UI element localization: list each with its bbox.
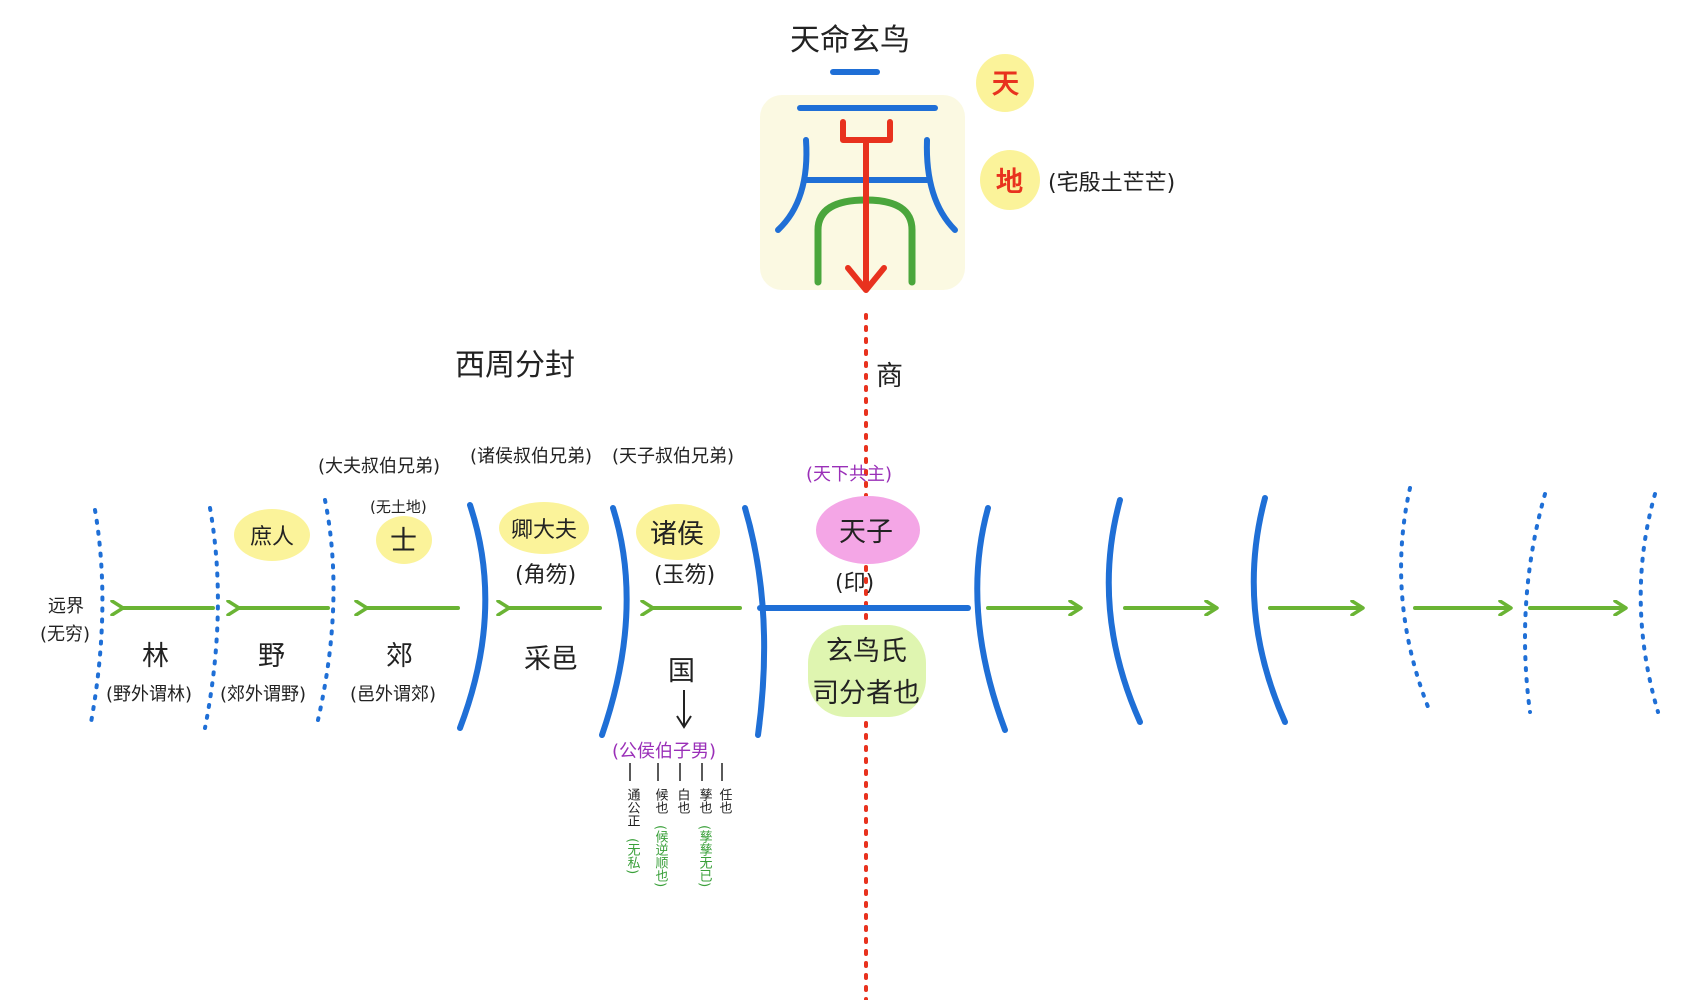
title-tianming-xuanniao: 天命玄鸟 [790,23,910,58]
shi-highlight [376,516,432,564]
zhuhou-title: 诸侯 [650,519,704,550]
tianzi-label: 天子 [839,517,893,548]
shuren-title: 庶人 [250,525,294,550]
nobility-main-text: 通公正 [625,788,641,827]
xuanniao-highlight [808,625,926,717]
earth-highlight [980,150,1040,210]
nobility-column-4: 任也 [717,763,733,814]
nobility-main-text: 任也 [717,788,733,814]
heaven-label: 天 [992,69,1019,100]
di-glyph [760,69,965,293]
zhuhou-brackets-note: (天子叔伯兄弟) [612,446,734,467]
nobility-note-text: (无私) [625,838,641,874]
boundary-shuren-left [203,506,220,730]
qingdafu-sub: (角笏) [515,563,576,588]
qingdafu-highlight [499,502,589,554]
nobility-label: (公侯伯子男) [612,741,716,762]
boundary-shi-left [316,498,336,722]
tianxia-gongzhu: (天下共主) [806,464,892,485]
shi-domain: 郊 [386,641,413,672]
zhuhou-sub: (玉笏) [654,563,715,588]
tianzi-seal: (印) [835,571,874,596]
shi-domain-note: (邑外谓郊) [350,684,436,705]
nobility-column-2: 白也 [675,763,691,814]
glyph-red-arrowhead [845,265,887,293]
bracket-right-3 [1250,495,1288,725]
nobility-main-text: 孳也 [697,787,713,814]
nobility-column-1: 候也 (候逆顺也) [653,763,669,887]
guo-down-arrow-head [676,715,692,729]
nobility-main-text: 白也 [675,787,691,814]
bracket-right-1 [974,505,1008,733]
edge-domain-note: (野外谓林) [106,684,192,705]
qingdafu-domain: 采邑 [524,644,578,675]
bracket-qingdafu-left [457,502,489,731]
xuanniao-line1: 玄鸟氏 [826,636,907,667]
qingdafu-title: 卿大夫 [511,518,577,543]
shi-brackets-note: (大夫叔伯兄弟) [318,456,440,477]
bracket-right-2 [1105,497,1143,725]
qingdafu-brackets-note: (诸侯叔伯兄弟) [470,446,592,467]
tianzi-highlight [816,496,920,564]
bracket-zhuhou-left [599,505,630,738]
xuanniao-line2: 司分者也 [812,678,920,709]
shuren-domain-note: (郊外谓野) [220,684,306,705]
nobility-column-0: 通公正 (无私) [625,763,641,874]
heaven-highlight [976,54,1034,112]
shi-no-land: (无土地) [370,498,427,516]
boundary-right-2 [1523,492,1547,714]
nobility-main-text: 候也 [653,788,669,814]
xizhou-fenfeng-title: 西周分封 [455,348,575,383]
earth-note: (宅殷土芒芒) [1048,171,1175,196]
boundary-edge-left [88,508,105,730]
glyph-left-wing [775,137,810,233]
bracket-tianzi-left [742,505,768,738]
edge-domain: 林 [142,641,169,672]
zhuhou-highlight [636,504,720,560]
shuren-domain: 野 [258,641,285,672]
boundary-right-3 [1638,492,1660,714]
far-edge-line2: (无穷) [40,624,90,645]
zhuhou-domain: 国 [668,656,695,687]
nobility-note-text: (候逆顺也) [653,825,669,887]
earth-label: 地 [996,167,1023,198]
shang-label: 商 [876,361,903,392]
shi-title: 士 [390,526,417,557]
glyph-right-wing [923,137,958,233]
nobility-column-3: 孳也 (孳孳无已) [697,763,713,887]
nobility-note-text: (孳孳无已) [697,825,713,887]
far-edge-line1: 远界 [48,596,84,617]
boundary-right-1 [1399,486,1432,714]
shuren-highlight [234,509,310,561]
